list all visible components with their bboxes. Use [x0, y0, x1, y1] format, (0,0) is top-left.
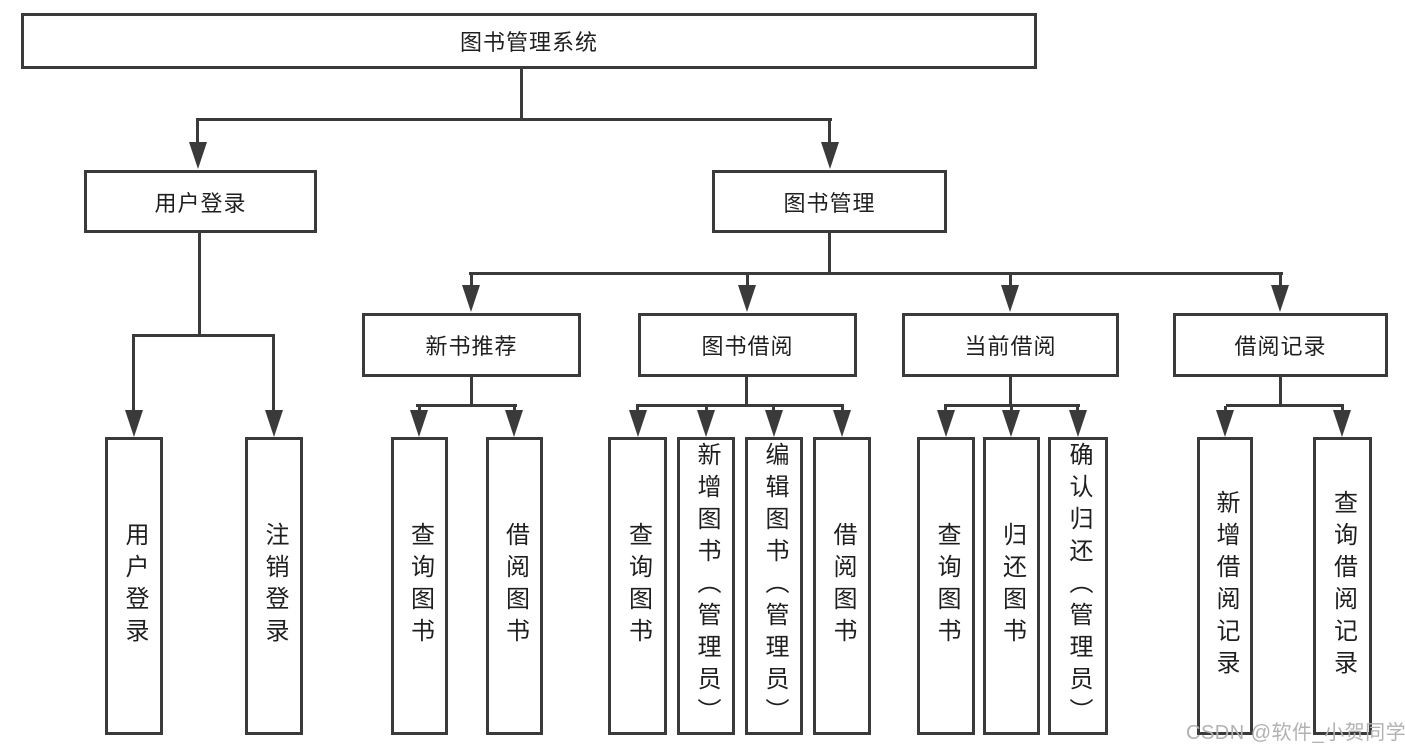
connector-line: [745, 377, 748, 407]
leaf-return-books: 归还图书: [983, 437, 1040, 735]
arrow-down-icon: [1069, 410, 1087, 437]
leaf-borrow-books-2: 借阅图书: [813, 437, 871, 735]
arrow-down-icon: [189, 142, 207, 169]
leaf-label: 确认归还（管理员）: [1065, 442, 1092, 730]
arrow-down-icon: [697, 410, 715, 437]
leaf-logout: 注销登录: [245, 437, 303, 735]
connector-line: [470, 274, 473, 288]
connector-line: [416, 404, 517, 407]
leaf-label: 注销登录: [261, 522, 288, 650]
leaf-label: 用户登录: [121, 522, 148, 650]
connector-line: [1009, 377, 1012, 407]
leaf-label: 查询借阅记录: [1329, 490, 1357, 682]
section-label: 新书推荐: [425, 334, 518, 359]
node-root-label: 图书管理系统: [459, 30, 598, 55]
connector-line: [1279, 274, 1282, 288]
connector-line: [469, 272, 1283, 275]
arrow-down-icon: [821, 142, 839, 169]
node-book-mgmt-label: 图书管理: [783, 190, 876, 216]
node-book-borrow: 图书借阅: [638, 313, 857, 377]
node-root: 图书管理系统: [21, 13, 1037, 69]
connector-line: [944, 404, 1080, 407]
connector-line: [196, 120, 199, 145]
node-new-book-recommend: 新书推荐: [362, 313, 581, 377]
connector-line: [470, 377, 473, 407]
connector-line: [746, 274, 749, 288]
leaf-label: 借阅图书: [829, 522, 856, 650]
leaf-query-books-3: 查询图书: [917, 437, 975, 735]
arrow-down-icon: [125, 410, 143, 437]
node-book-mgmt: 图书管理: [712, 170, 947, 233]
csdn-watermark: CSDN @软件_小贺同学: [1186, 722, 1405, 744]
leaf-label: 借阅图书: [501, 522, 529, 650]
arrow-down-icon: [629, 410, 647, 437]
connector-line: [132, 336, 135, 412]
arrow-down-icon: [738, 285, 756, 312]
connector-line: [520, 68, 523, 120]
leaf-label: 编辑图书（管理员）: [761, 442, 788, 730]
arrow-down-icon: [765, 410, 783, 437]
connector-line: [198, 233, 201, 337]
connector-line: [1279, 377, 1282, 407]
leaf-add-borrow-record: 新增借阅记录: [1197, 437, 1253, 735]
connector-line: [1226, 404, 1344, 407]
leaf-label: 新增图书（管理员）: [693, 442, 720, 730]
leaf-label: 查询图书: [406, 522, 434, 650]
section-label: 借阅记录: [1234, 334, 1327, 359]
connector-line: [1009, 274, 1012, 288]
section-label: 当前借阅: [964, 334, 1057, 359]
arrow-down-icon: [1271, 285, 1289, 312]
arrow-down-icon: [1333, 410, 1351, 437]
connector-line: [828, 233, 831, 275]
connector-line: [636, 404, 844, 407]
leaf-confirm-return-admin: 确认归还（管理员）: [1048, 437, 1108, 735]
node-user-login: 用户登录: [84, 170, 317, 233]
node-current-borrow: 当前借阅: [902, 313, 1119, 377]
arrow-down-icon: [937, 410, 955, 437]
leaf-label: 查询图书: [933, 522, 960, 650]
arrow-down-icon: [462, 285, 480, 312]
connector-line: [196, 118, 832, 121]
leaf-query-books-1: 查询图书: [391, 437, 448, 735]
leaf-add-books-admin: 新增图书（管理员）: [677, 437, 735, 735]
connector-line: [132, 334, 275, 337]
arrow-down-icon: [1001, 285, 1019, 312]
node-borrow-records: 借阅记录: [1173, 313, 1388, 377]
leaf-borrow-books-1: 借阅图书: [486, 437, 543, 735]
connector-line: [272, 336, 275, 412]
arrow-down-icon: [265, 410, 283, 437]
leaf-query-books-2: 查询图书: [608, 437, 667, 735]
leaf-edit-books-admin: 编辑图书（管理员）: [745, 437, 803, 735]
connector-line: [828, 120, 831, 145]
leaf-label: 查询图书: [624, 522, 652, 650]
leaf-query-borrow-record: 查询借阅记录: [1313, 437, 1372, 735]
arrow-down-icon: [1216, 410, 1234, 437]
arrow-down-icon: [505, 410, 523, 437]
leaf-label: 归还图书: [998, 522, 1026, 650]
leaf-user-login: 用户登录: [105, 437, 163, 735]
section-label: 图书借阅: [701, 334, 794, 359]
arrow-down-icon: [833, 410, 851, 437]
node-user-login-label: 用户登录: [154, 190, 247, 216]
arrow-down-icon: [1002, 410, 1020, 437]
arrow-down-icon: [410, 410, 428, 437]
leaf-label: 新增借阅记录: [1212, 490, 1239, 682]
